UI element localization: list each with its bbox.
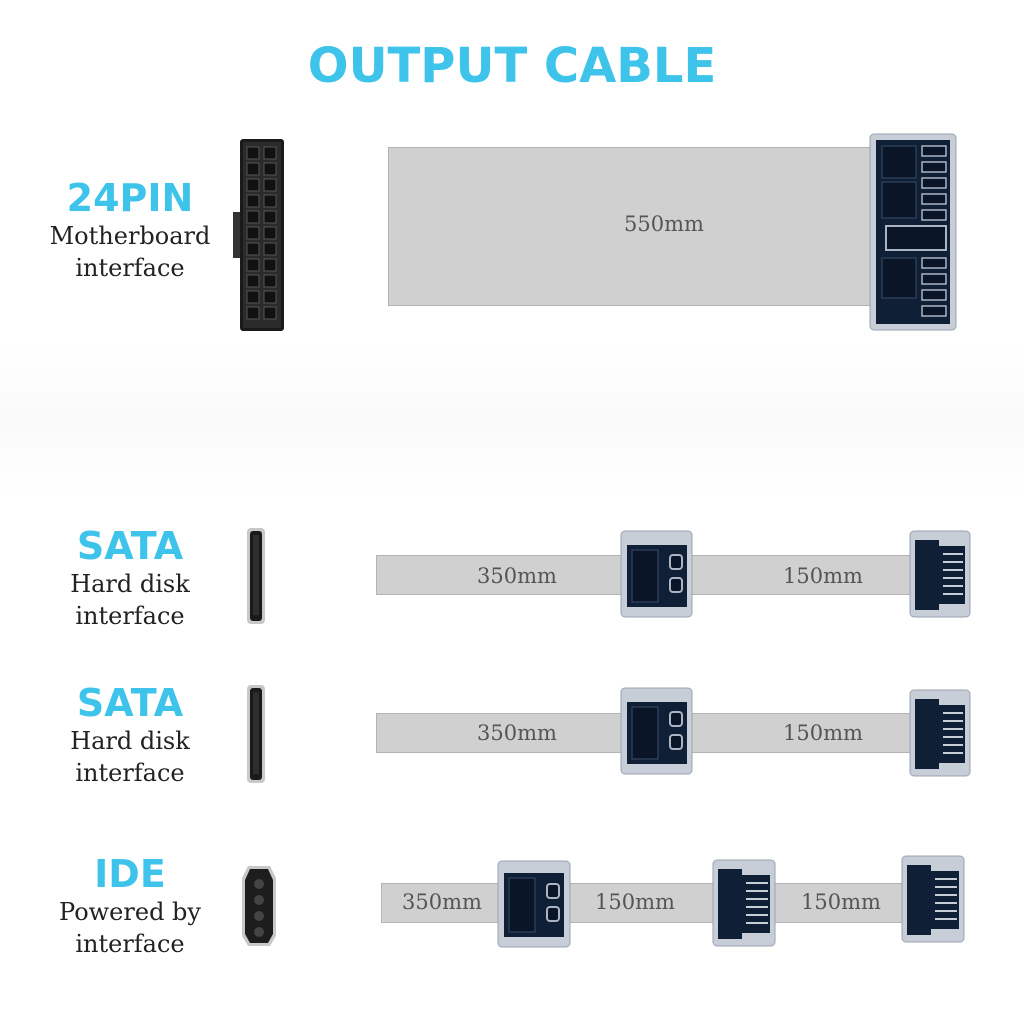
molex-plug-icon [901,855,965,943]
cable-band-24pin [388,147,880,306]
cable-desc-line1: Powered by [59,898,201,926]
cable-name: IDE [94,852,166,896]
cable-label-sata-2: SATA Hard disk interface [30,681,230,789]
cable-desc-line1: Hard disk [70,727,190,755]
sata-plug-icon [909,530,971,618]
molex-plug-icon [497,860,571,948]
sata-connector-icon [247,528,265,624]
length-label: 150mm [783,564,863,588]
atx-24pin-connector-icon [233,139,284,331]
page-title: OUTPUT CABLE [307,38,717,94]
cable-desc-line1: Hard disk [70,570,190,598]
cable-desc-line1: Motherboard [49,222,211,250]
length-label: 350mm [402,890,482,914]
length-label: 550mm [624,212,704,236]
cable-name: SATA [76,681,184,725]
molex-plug-icon [712,859,776,947]
cable-desc-line2: interface [75,602,185,630]
sata-plug-icon [620,530,693,618]
cable-label-sata-1: SATA Hard disk interface [30,524,230,632]
cable-name: 24PIN [66,176,194,220]
sata-plug-icon [620,687,693,775]
cable-label-ide: IDE Powered by interface [30,852,230,960]
length-label: 350mm [477,721,557,745]
length-label: 150mm [595,890,675,914]
length-label: 350mm [477,564,557,588]
cable-label-24pin: 24PIN Motherboard interface [30,176,230,284]
background-strip [0,340,1024,500]
sata-connector-icon [247,685,265,783]
cable-name: SATA [76,524,184,568]
length-label: 150mm [783,721,863,745]
cable-desc-line2: interface [75,930,185,958]
cable-desc-line2: interface [75,759,185,787]
molex-connector-icon [242,866,276,946]
cable-band-ide [381,883,913,923]
sata-plug-icon [909,689,971,777]
cable-desc-line2: interface [75,254,185,282]
atx-plug-icon [869,133,957,331]
length-label: 150mm [801,890,881,914]
